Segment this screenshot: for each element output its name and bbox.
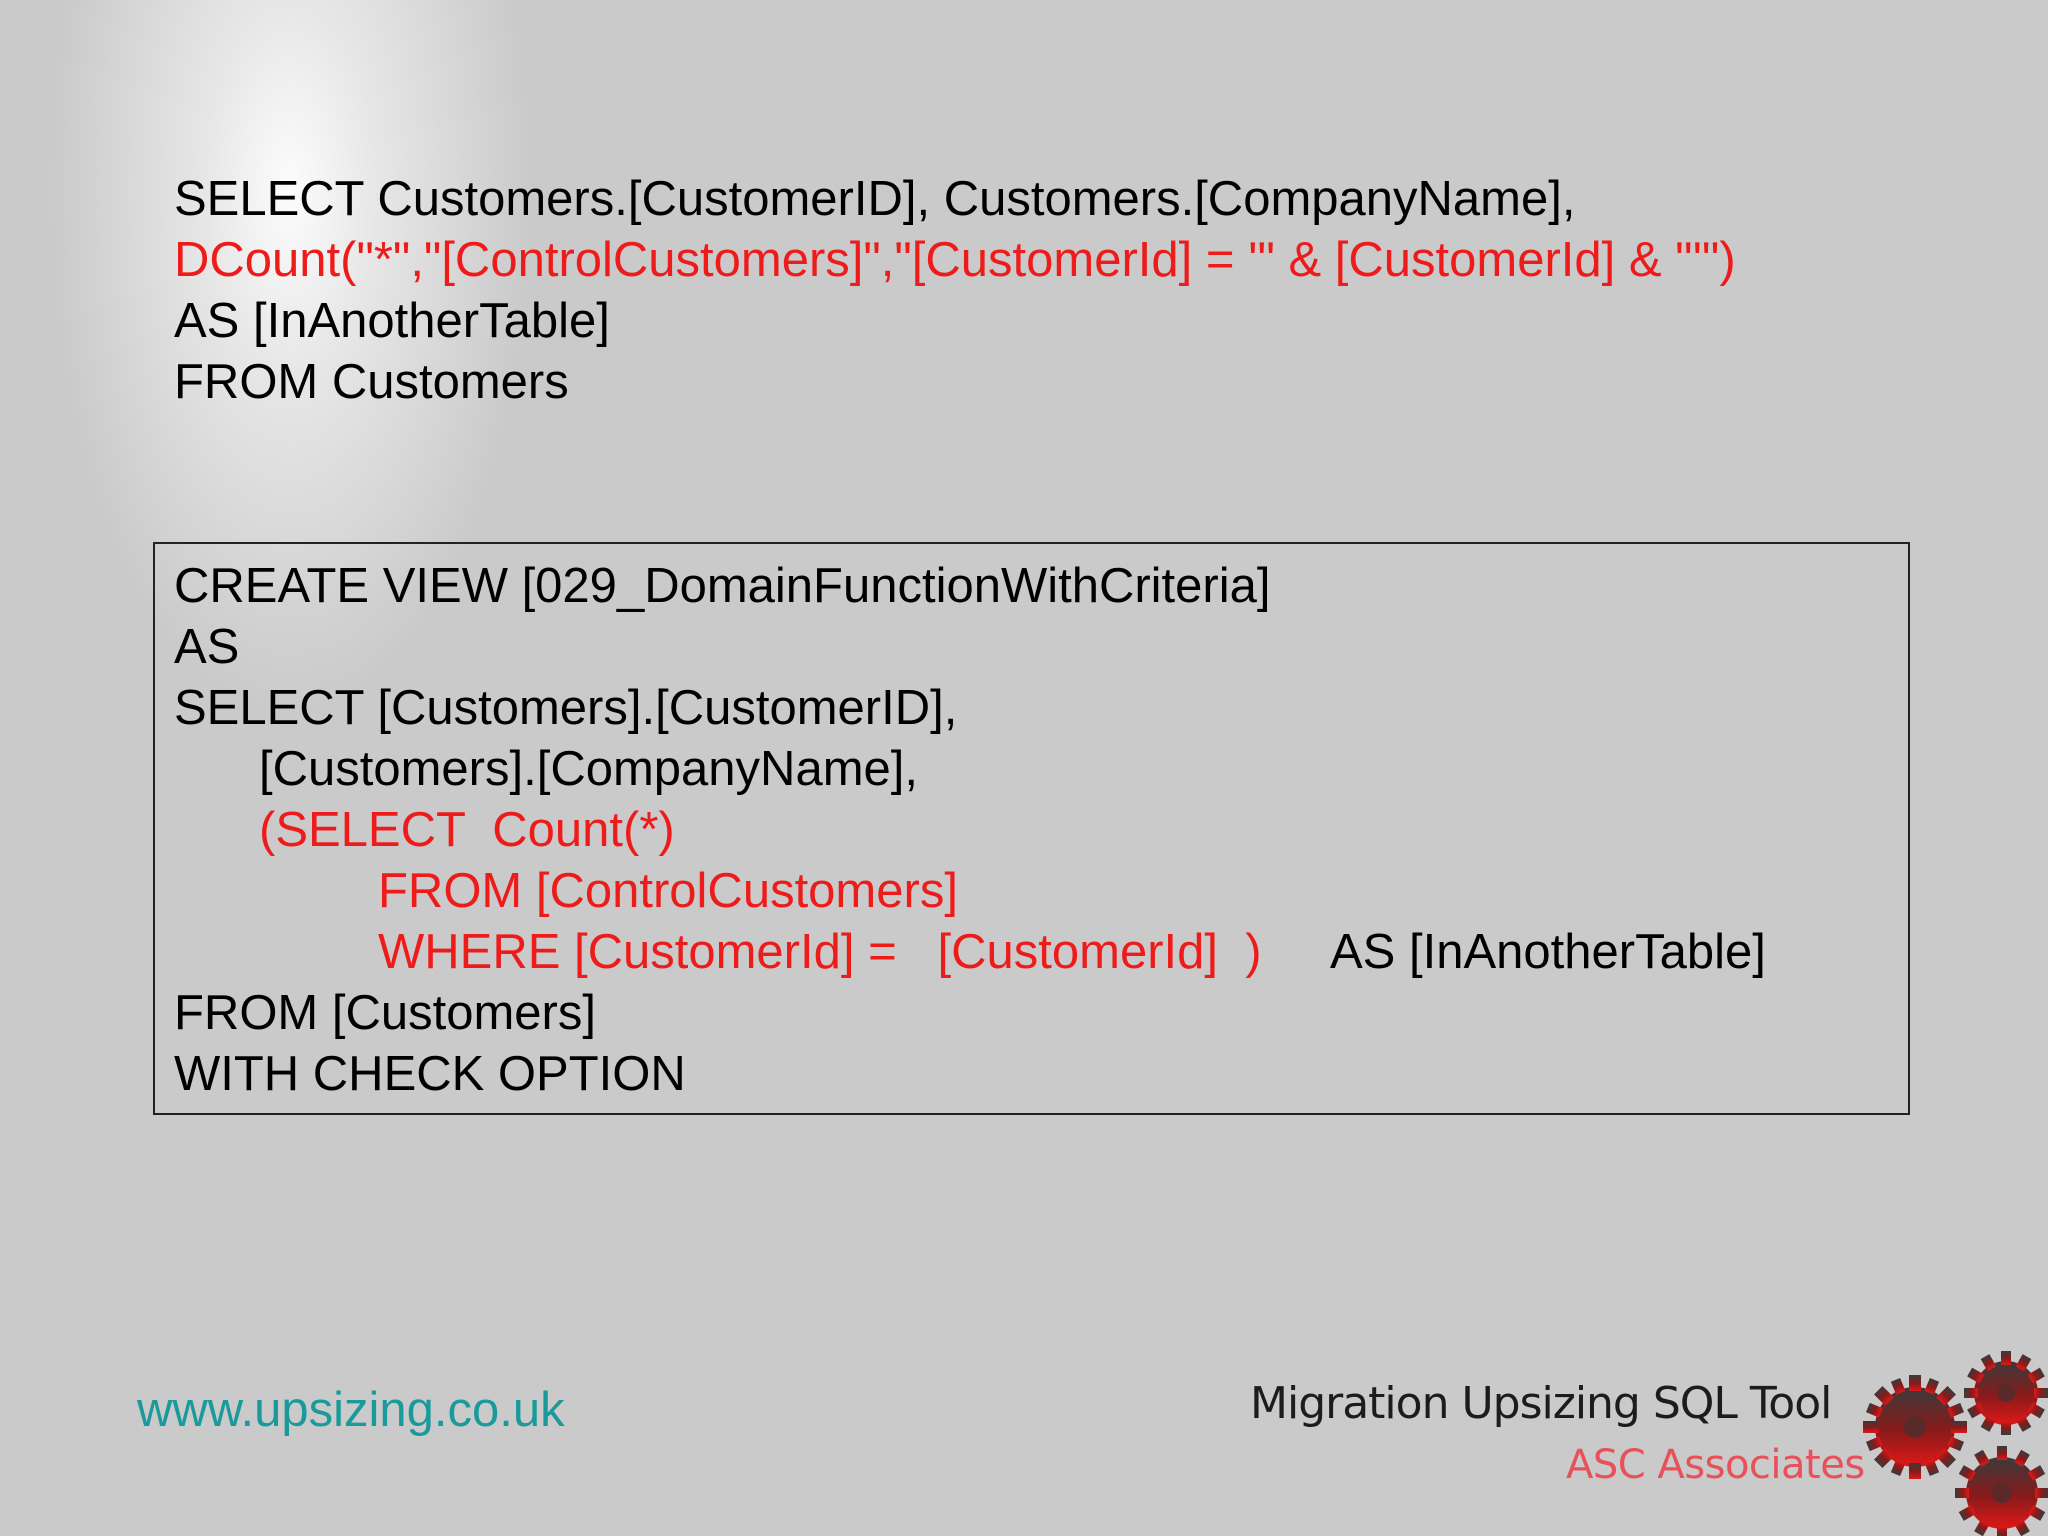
website-link[interactable]: www.upsizing.co.uk (137, 1383, 565, 1437)
view-line-2: AS (174, 620, 240, 674)
access-query-line-4: FROM Customers (174, 355, 569, 409)
view-line-8: FROM [Customers] (174, 986, 596, 1040)
view-line-4: [Customers].[CompanyName], (259, 742, 918, 796)
gears-icon (1860, 1345, 2048, 1536)
sql-view-box (153, 542, 1910, 1115)
view-line-7-red: WHERE [CustomerId] = [CustomerId] ) (378, 925, 1262, 979)
view-line-3: SELECT [Customers].[CustomerID], (174, 681, 958, 735)
access-query-line-2: DCount("*","[ControlCustomers]","[Custom… (174, 233, 1736, 287)
view-line-1: CREATE VIEW [029_DomainFunctionWithCrite… (174, 559, 1271, 613)
access-query-line-1: SELECT Customers.[CustomerID], Customers… (174, 172, 1576, 226)
view-line-7-black: AS [InAnotherTable] (1330, 925, 1766, 979)
logo-subtitle: ASC Associates (1566, 1442, 1865, 1488)
logo-title: Migration Upsizing SQL Tool (1250, 1378, 1832, 1429)
access-query-line-3: AS [InAnotherTable] (174, 294, 610, 348)
view-line-9: WITH CHECK OPTION (174, 1047, 686, 1101)
view-line-6: FROM [ControlCustomers] (378, 864, 958, 918)
view-line-5: (SELECT Count(*) (259, 803, 675, 857)
